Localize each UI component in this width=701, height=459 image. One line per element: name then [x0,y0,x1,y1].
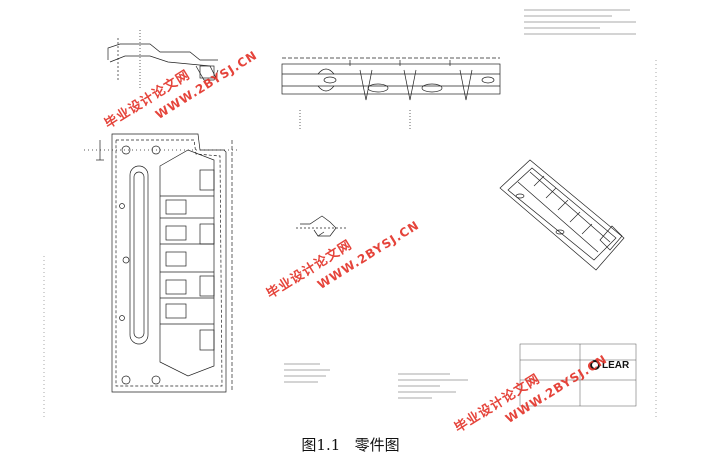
lear-logo-icon [590,360,600,371]
figure-caption: 图1.1 零件图 [0,434,701,455]
side-elevation-view [281,57,501,130]
isometric-view [499,159,625,271]
plan-view [84,133,240,393]
lear-logo: LEAR [590,360,634,378]
lear-logo-text: LEAR [602,360,630,371]
notes-block [43,9,657,420]
bracket-detail-view [107,30,219,90]
figure-number: 图1.1 [301,436,341,454]
center-section-detail [296,215,346,237]
figure-title: 零件图 [354,436,400,454]
